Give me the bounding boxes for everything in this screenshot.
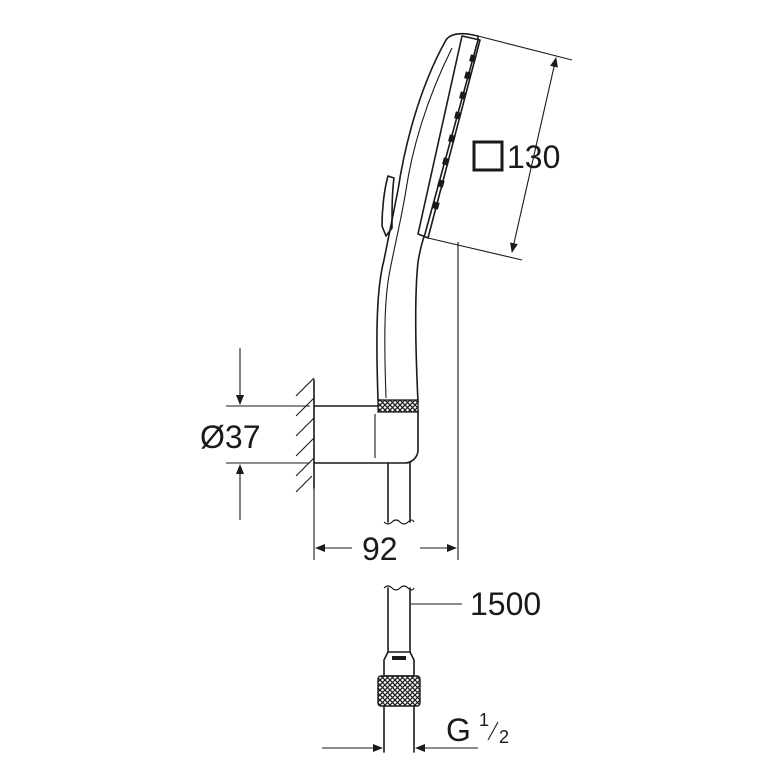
- head-size-label: 130: [507, 139, 560, 175]
- spray-selector-button: [381, 175, 395, 237]
- diameter-label: Ø37: [200, 419, 260, 455]
- thread-numerator: 1: [479, 710, 489, 730]
- thread-label-g: G: [446, 712, 471, 748]
- square-icon: [472, 140, 504, 172]
- dimension-hose-length: 1500: [411, 586, 541, 622]
- dimension-diameter: Ø37: [200, 348, 310, 520]
- hose-upper: [383, 462, 415, 525]
- dimension-head-size: 130: [427, 35, 573, 261]
- wall-hatching: [295, 377, 315, 493]
- handle-connector: [377, 399, 419, 413]
- wall: [295, 377, 315, 493]
- dimension-thread: G 1 2: [322, 710, 509, 752]
- hose-nut: [377, 675, 421, 707]
- hand-shower: [376, 32, 481, 413]
- hose-length-label: 1500: [470, 586, 541, 622]
- wall-holder: [313, 404, 419, 464]
- hose-lower: [377, 585, 421, 753]
- dimension-depth: 92: [313, 488, 457, 567]
- spray-nozzles: [432, 54, 477, 210]
- thread-denominator: 2: [499, 727, 509, 747]
- depth-label: 92: [362, 531, 398, 567]
